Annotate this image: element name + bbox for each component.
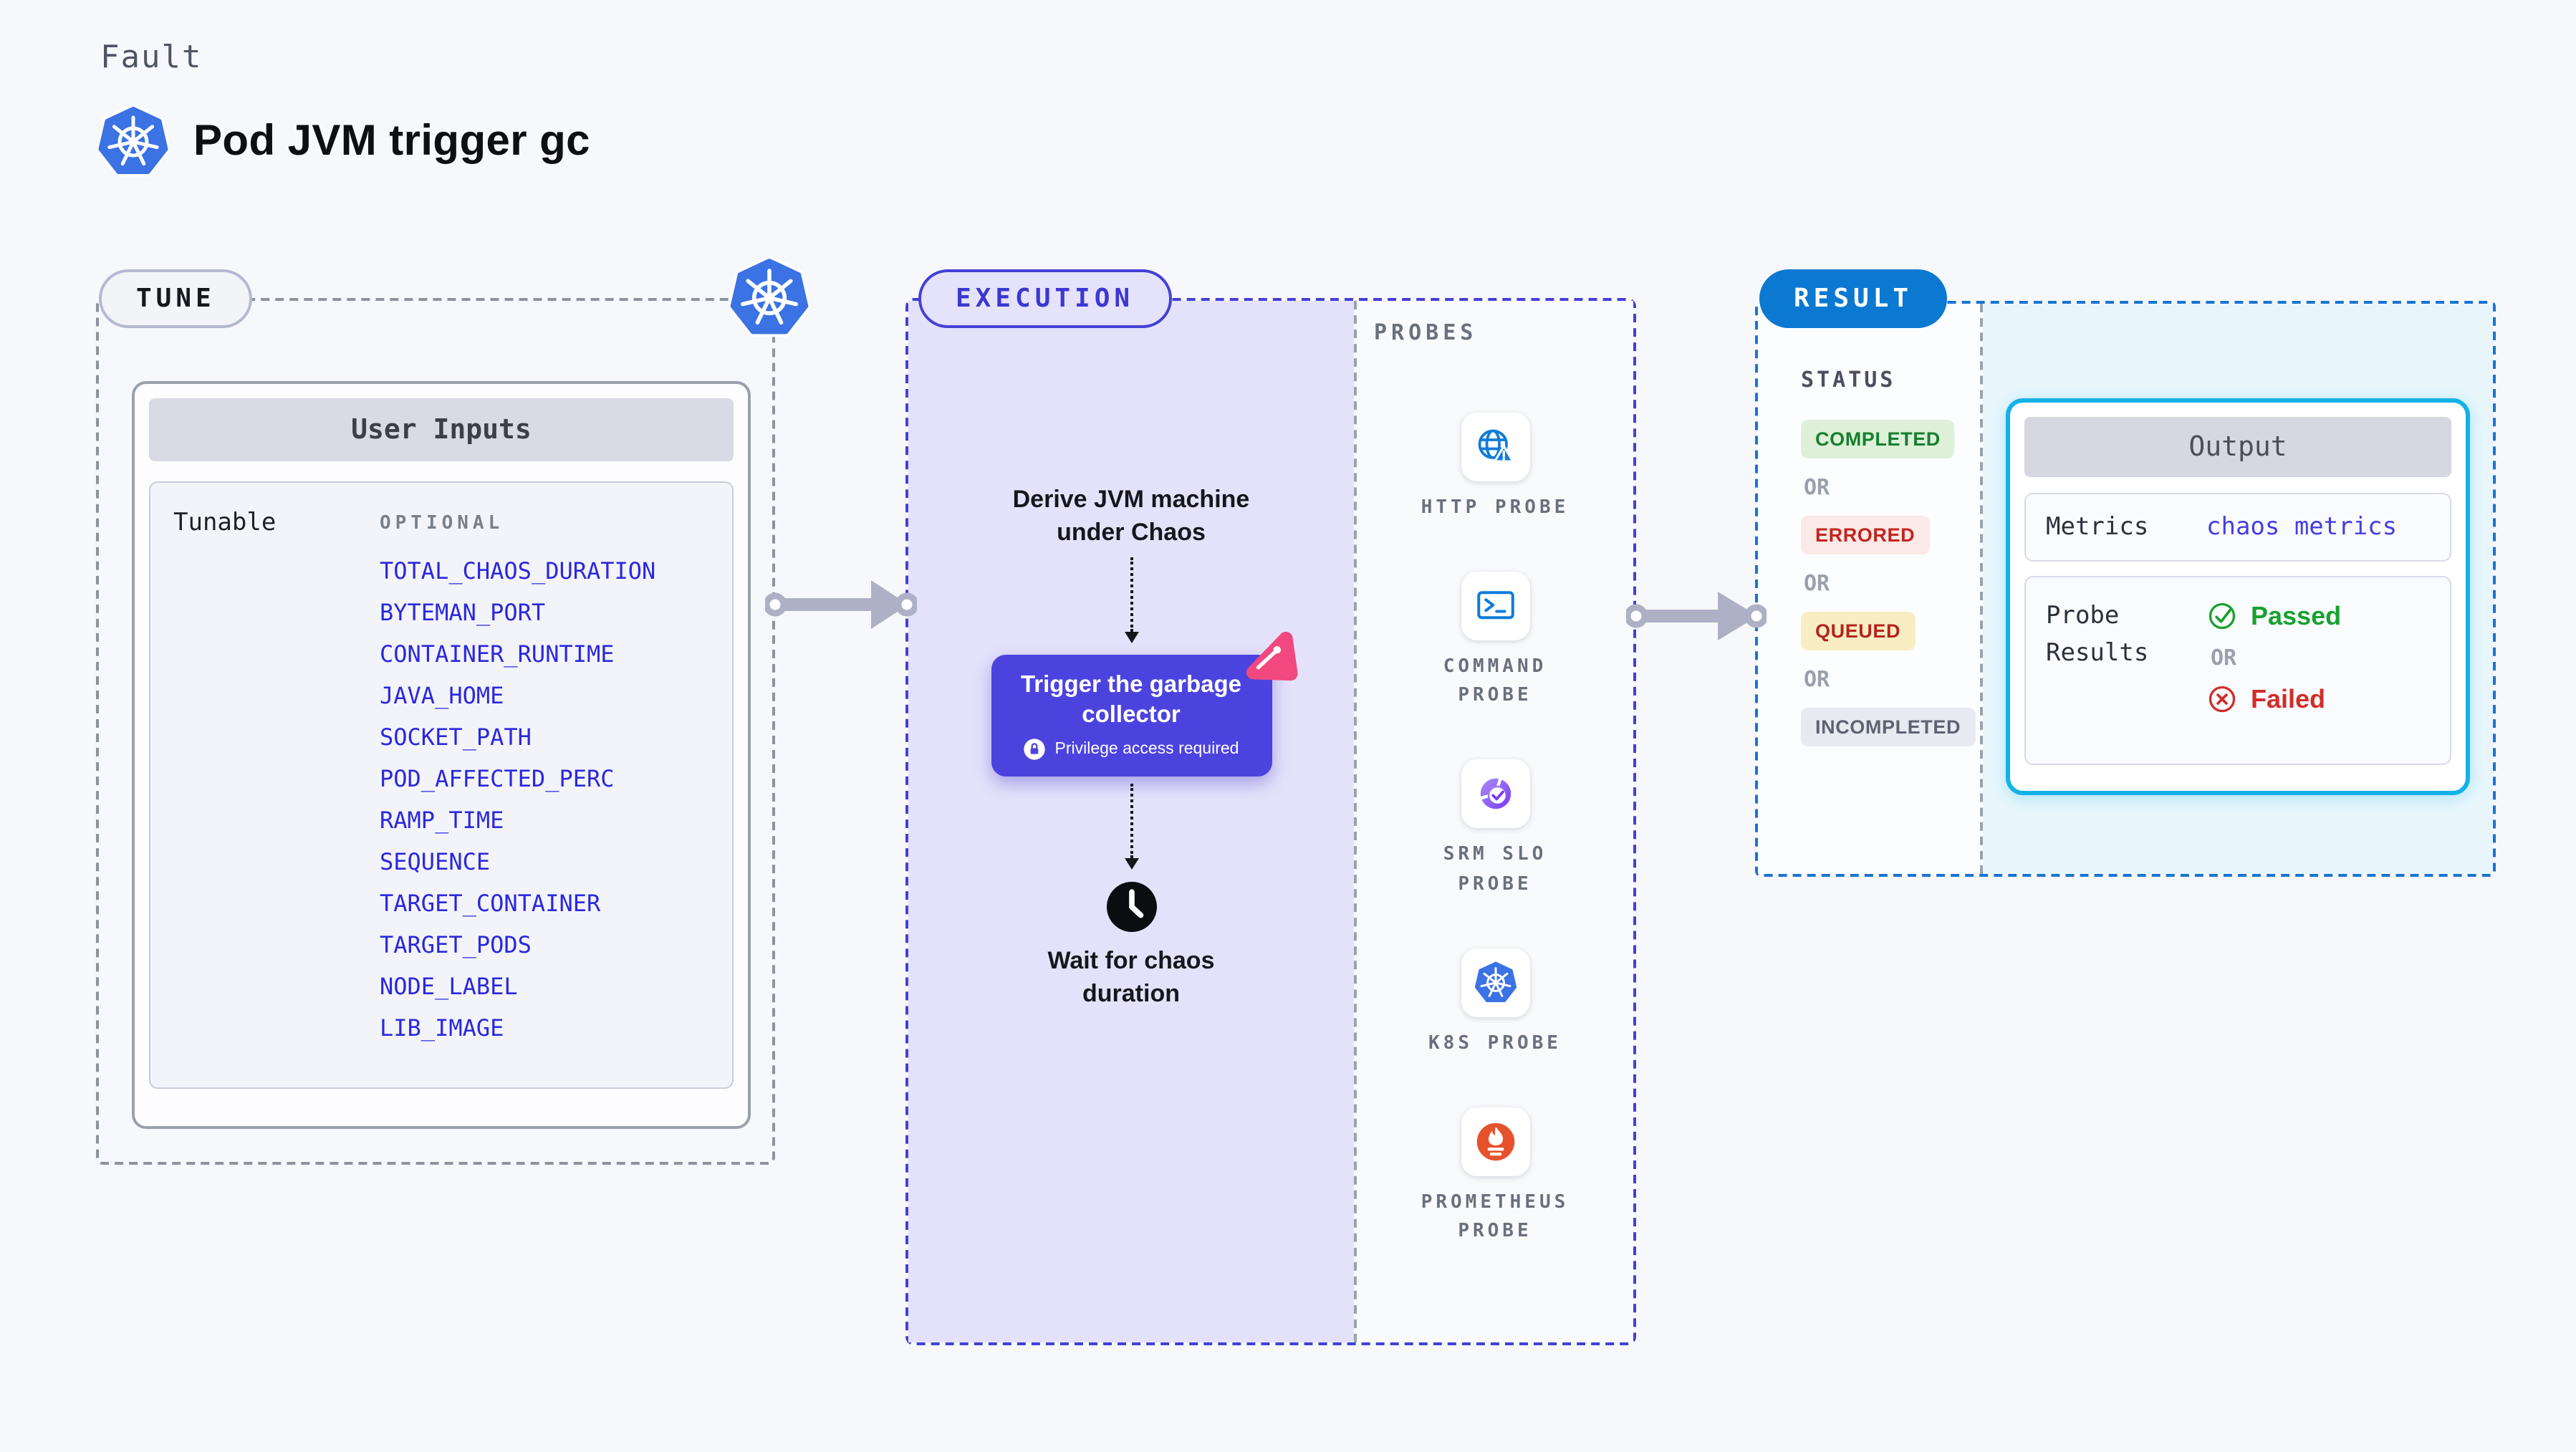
probe-results-label: Probe Results — [2046, 602, 2149, 667]
execution-section: Derive JVM machine under Chaos Trigger t… — [905, 298, 1636, 1345]
or-separator: OR — [1804, 474, 1830, 500]
param-item: JAVA_HOME — [380, 682, 504, 709]
param-item: TARGET_CONTAINER — [380, 890, 601, 917]
chaos-cursor-icon — [1240, 626, 1300, 686]
x-circle-icon — [2206, 683, 2238, 715]
privilege-note-label: Privilege access required — [1054, 741, 1239, 759]
arrow-down-icon — [1124, 858, 1138, 877]
fault-kicker: Fault — [100, 40, 203, 76]
or-separator: OR — [2211, 645, 2237, 670]
or-separator: OR — [1804, 666, 1830, 692]
param-item: TARGET_PODS — [380, 931, 532, 958]
tune-badge: TUNE — [99, 269, 253, 328]
kubernetes-icon — [97, 106, 169, 178]
param-item: BYTEMAN_PORT — [380, 599, 546, 626]
or-separator: OR — [1804, 570, 1830, 596]
optional-column-label: OPTIONAL — [380, 513, 504, 534]
donut-check-icon — [1474, 773, 1517, 816]
clock-icon — [1102, 878, 1160, 936]
lock-icon — [1024, 738, 1047, 761]
tune-to-execution-arrow — [765, 574, 917, 635]
probe-item: COMMAND PROBE — [1409, 572, 1581, 711]
probe-icon-card — [1461, 572, 1529, 641]
output-header: Output — [2024, 417, 2451, 477]
probe-icon-card — [1461, 1107, 1529, 1176]
probe-label: COMMAND PROBE — [1443, 656, 1547, 707]
param-item: CONTAINER_RUNTIME — [380, 640, 615, 668]
param-item: LIB_IMAGE — [380, 1014, 504, 1042]
probe-list: HTTP PROBE COMMAND PROBE SRM SLO PROBE K8S … — [1357, 413, 1633, 1246]
status-label: STATUS — [1801, 367, 1896, 393]
status-list: COMPLETED OR ERRORED OR QUEUED OR INCOMPLETED — [1801, 420, 1980, 746]
passed-label: Passed — [2251, 601, 2342, 630]
arrow-down-icon — [1124, 631, 1138, 650]
probe-label: HTTP PROBE — [1421, 497, 1570, 519]
status-panel: STATUS COMPLETED OR ERRORED OR QUEUED OR INCOM… — [1758, 304, 1983, 874]
param-item: TOTAL_CHAOS_DURATION — [380, 557, 656, 585]
page-header: Pod JVM trigger gc — [97, 106, 590, 178]
failed-label: Failed — [2251, 684, 2326, 713]
param-list: TOTAL_CHAOS_DURATION BYTEMAN_PORT CONTAINE… — [380, 557, 709, 1042]
probe-icon-card — [1461, 759, 1529, 829]
probe-item: K8S PROBE — [1409, 948, 1581, 1058]
kubernetes-icon — [729, 258, 809, 338]
probe-item: SRM SLO PROBE — [1409, 759, 1581, 900]
probe-label: SRM SLO PROBE — [1443, 844, 1547, 895]
check-circle-icon — [2206, 600, 2238, 632]
derive-step-label: Derive JVM machine under Chaos — [1012, 486, 1250, 546]
output-area: Output Metrics chaos metrics Probe Resul… — [1983, 304, 2493, 874]
prometheus-flame-icon — [1474, 1120, 1517, 1163]
user-inputs-card: User Inputs Tunable OPTIONAL TOTAL_CHAOS… — [132, 381, 751, 1129]
probe-results-row: Probe Results Passed OR Failed — [2024, 576, 2451, 765]
output-card: Output Metrics chaos metrics Probe Resul… — [2006, 398, 2470, 795]
result-section: STATUS COMPLETED OR ERRORED OR QUEUED OR INCOM… — [1755, 301, 2496, 877]
metrics-label: Metrics — [2046, 513, 2149, 542]
param-item: POD_AFFECTED_PERC — [380, 765, 615, 792]
wait-step-label: Wait for chaos duration — [1047, 947, 1215, 1008]
param-item: SEQUENCE — [380, 848, 491, 875]
status-badge: COMPLETED — [1801, 420, 1955, 458]
globe-alert-icon — [1474, 425, 1517, 468]
privilege-note: Privilege access required — [991, 735, 1272, 777]
param-item: RAMP_TIME — [380, 807, 504, 834]
probes-panel: PROBES HTTP PROBE COMMAND PROBE SRM SLO PR… — [1354, 301, 1633, 1342]
probe-label: PROMETHEUS PROBE — [1421, 1191, 1570, 1242]
flow-dotted-line — [1130, 784, 1133, 859]
tunable-label: Tunable — [173, 509, 277, 537]
result-badge: RESULT — [1759, 269, 1948, 328]
failed-verdict: Failed — [2206, 683, 2341, 715]
terminal-icon — [1474, 585, 1517, 628]
trigger-gc-node[interactable]: Trigger the garbage collector Privilege … — [991, 631, 1297, 777]
probe-icon-card — [1461, 413, 1529, 481]
passed-verdict: Passed — [2206, 600, 2341, 632]
user-inputs-header: User Inputs — [149, 398, 734, 461]
tune-section: User Inputs Tunable OPTIONAL TOTAL_CHAOS… — [96, 298, 775, 1165]
param-item: NODE_LABEL — [380, 973, 518, 1000]
execution-badge: EXECUTION — [918, 269, 1172, 328]
page-title: Pod JVM trigger gc — [193, 117, 590, 165]
kubernetes-icon — [1474, 961, 1517, 1004]
metrics-row: Metrics chaos metrics — [2024, 493, 2451, 562]
status-badge: INCOMPLETED — [1801, 708, 1976, 746]
probe-icon-card — [1461, 948, 1529, 1017]
param-item: SOCKET_PATH — [380, 723, 532, 751]
probes-panel-label: PROBES — [1374, 319, 1478, 345]
metrics-value: chaos metrics — [2206, 513, 2398, 542]
trigger-gc-label: Trigger the garbage collector — [1020, 671, 1242, 727]
execution-flow-area: Derive JVM machine under Chaos Trigger t… — [908, 301, 1354, 1342]
execution-to-result-arrow — [1626, 586, 1767, 646]
flow-dotted-line — [1130, 557, 1133, 632]
probe-label: K8S PROBE — [1428, 1032, 1562, 1054]
status-badge: QUEUED — [1801, 612, 1916, 650]
user-inputs-body: Tunable OPTIONAL TOTAL_CHAOS_DURATION BYT… — [149, 481, 734, 1089]
probe-item: PROMETHEUS PROBE — [1409, 1107, 1581, 1247]
status-badge: ERRORED — [1801, 516, 1930, 554]
probe-item: HTTP PROBE — [1409, 413, 1581, 523]
